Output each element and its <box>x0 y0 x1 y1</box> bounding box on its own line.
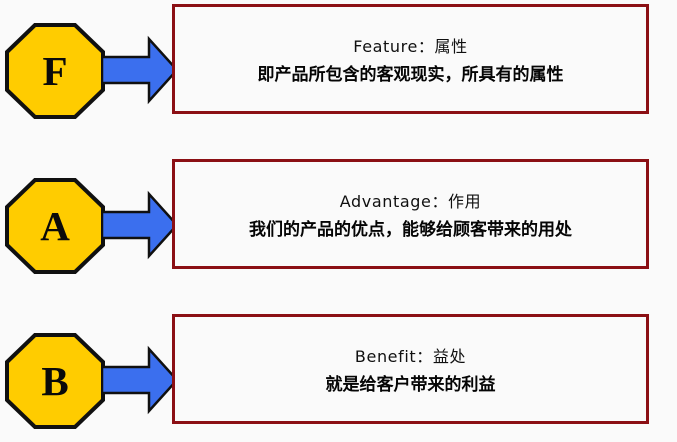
octagon-badge-b[interactable]: B <box>5 333 105 429</box>
advantage-title: Advantage：作用 <box>339 192 482 211</box>
benefit-description: 就是给客户带来的利益 <box>325 375 496 395</box>
text-box-benefit: Benefit：益处 就是给客户带来的利益 <box>172 314 649 424</box>
octagon-badge-a[interactable]: A <box>5 178 105 274</box>
diagram-row-feature: F Feature：属性 即产品所包含的客观现实，所具有的属性 <box>0 0 677 130</box>
diagram-row-benefit: B Benefit：益处 就是给客户带来的利益 <box>0 310 677 440</box>
octagon-badge-f[interactable]: F <box>5 23 105 119</box>
octagon-shape-icon <box>5 23 105 119</box>
arrow-right-icon-3 <box>101 345 179 415</box>
text-box-advantage: Advantage：作用 我们的产品的优点，能够给顾客带来的用处 <box>172 159 649 269</box>
octagon-shape-icon <box>5 178 105 274</box>
benefit-title: Benefit：益处 <box>354 347 467 366</box>
advantage-description: 我们的产品的优点，能够给顾客带来的用处 <box>249 220 572 240</box>
badge-letter-b: B <box>41 357 69 404</box>
diagram-row-advantage: A Advantage：作用 我们的产品的优点，能够给顾客带来的用处 <box>0 155 677 285</box>
badge-letter-f: F <box>42 47 68 94</box>
arrow-right-icon-2 <box>101 190 179 260</box>
feature-title: Feature：属性 <box>353 37 468 56</box>
text-box-feature: Feature：属性 即产品所包含的客观现实，所具有的属性 <box>172 4 649 114</box>
badge-letter-a: A <box>40 202 70 249</box>
arrow-right-icon-1 <box>101 35 179 105</box>
feature-description: 即产品所包含的客观现实，所具有的属性 <box>257 65 564 85</box>
octagon-shape-icon <box>5 333 105 429</box>
